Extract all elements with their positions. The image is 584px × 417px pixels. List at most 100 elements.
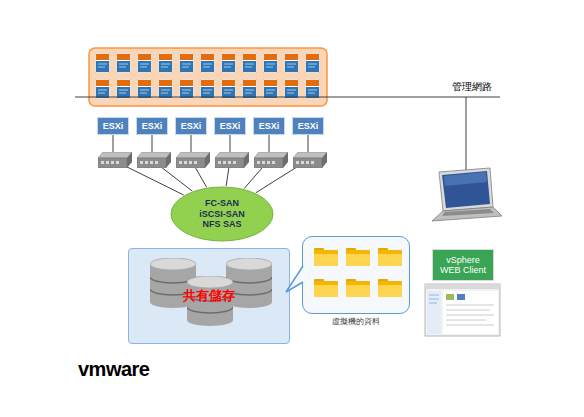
node-text: vSphere WEB Client (438, 255, 488, 276)
network-link (226, 135, 230, 186)
storage-disk (226, 258, 272, 308)
vm-icon (284, 79, 299, 99)
node-text: ESXi (259, 121, 280, 131)
vm-icon (158, 53, 173, 73)
esxi-host: ESXi (253, 117, 285, 135)
vm-icon (221, 79, 236, 99)
vm-icon (95, 53, 110, 73)
vm-icon (95, 79, 110, 99)
vm-data-callout: 虛擬機的資料 (302, 236, 410, 314)
screenshot-line (446, 310, 490, 311)
vm-icon (200, 79, 215, 99)
data-folders (314, 248, 402, 297)
vm-icon (221, 53, 236, 73)
folder-icon (346, 248, 370, 266)
vsphere-client-box: vSphere WEB Client (432, 249, 494, 281)
esxi-host: ESXi (97, 117, 129, 135)
client-screenshot (425, 284, 500, 336)
screenshot-line (429, 295, 439, 296)
vm-icon (137, 79, 152, 99)
shared-storage-box: 共有儲存 (128, 248, 290, 344)
laptop-lid (439, 168, 493, 211)
vm-icon (116, 79, 131, 99)
esxi-host: ESXi (175, 117, 207, 135)
screenshot-line (429, 299, 439, 300)
vm-icon (305, 79, 320, 99)
network-switch (293, 152, 327, 168)
folder-icon (314, 248, 338, 266)
folder-icon (346, 279, 370, 297)
screenshot-line (446, 320, 486, 321)
screenshot-sidebar (427, 291, 441, 334)
network-link (256, 135, 308, 193)
storage-network-ellipse: FC-SAN iSCSI-SAN NFS SAS (170, 186, 274, 242)
esxi-host: ESXi (292, 117, 324, 135)
callout-tail-fill (286, 266, 304, 292)
vm-icon (305, 53, 320, 73)
screenshot-line (446, 325, 494, 326)
storage-disks (150, 258, 272, 326)
switches (98, 152, 327, 168)
vendor-logo: vmware (78, 358, 150, 381)
vm-icon (284, 53, 299, 73)
node-text: 虛擬機的資料 (303, 317, 409, 326)
screenshot-line (446, 315, 494, 316)
callout-tail (286, 266, 303, 292)
screenshot-widget (446, 294, 454, 300)
folder-icon (378, 279, 402, 297)
screenshot-line (446, 305, 494, 306)
vm-icon (200, 53, 215, 73)
screenshot-content (443, 291, 498, 334)
vm-icon (263, 53, 278, 73)
vm-icon (158, 79, 173, 99)
network-switch (98, 152, 132, 168)
node-text: FC-SAN iSCSI-SAN NFS SAS (196, 198, 248, 229)
network-switch (137, 152, 171, 168)
laptop (432, 168, 502, 221)
network-link (152, 135, 192, 191)
vm-icon (242, 53, 257, 73)
node-text: ESXi (142, 121, 163, 131)
node-text: ESXi (298, 121, 319, 131)
storage-disk (187, 276, 233, 326)
folder-icon (378, 248, 402, 266)
screenshot-line (429, 303, 437, 304)
network-switch (215, 152, 249, 168)
network-switch (176, 152, 210, 168)
management-network-line (75, 97, 500, 98)
node-text: 共有儲存 (183, 289, 235, 304)
vm-icon (179, 79, 194, 99)
laptop-network-wire (466, 97, 467, 172)
esxi-host: ESXi (136, 117, 168, 135)
laptop-keyboard (442, 209, 494, 216)
node-text: ESXi (103, 121, 124, 131)
esxi-host: ESXi (214, 117, 246, 135)
network-label: 管理網路 (452, 80, 492, 94)
vm-icons (95, 53, 320, 99)
laptop-screen-glare (444, 172, 487, 186)
storage-disk (150, 258, 196, 308)
ellipse-outline (171, 187, 273, 241)
vm-icon (263, 79, 278, 99)
vm-icon (137, 53, 152, 73)
screenshot-widget (457, 294, 465, 300)
network-link (191, 135, 207, 187)
vm-icon (242, 79, 257, 99)
network-link (113, 135, 184, 195)
folder-icon (314, 279, 338, 297)
screenshot-titlebar (425, 284, 500, 289)
laptop-base (432, 207, 502, 221)
node-text: ESXi (220, 121, 241, 131)
network-link (244, 135, 269, 189)
vm-icon (179, 53, 194, 73)
node-text: ESXi (181, 121, 202, 131)
laptop-screen (442, 171, 490, 208)
vm-icon (116, 53, 131, 73)
network-switch (254, 152, 288, 168)
